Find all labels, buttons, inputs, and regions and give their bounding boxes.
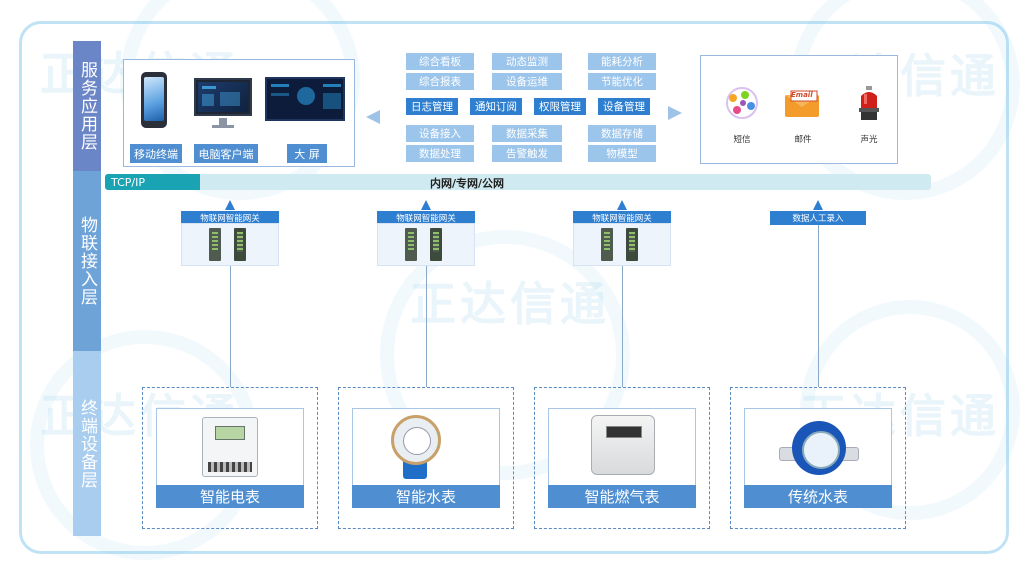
gateway-label: 物联网智能网关 <box>573 211 671 225</box>
monitor-base <box>212 125 234 128</box>
alert-channel-box: 短信 Email 邮件 声光 <box>700 55 898 164</box>
terminal-card-water <box>352 408 500 508</box>
gateway-box <box>377 223 475 266</box>
function-item: 物模型 <box>588 145 656 162</box>
connector-line <box>426 266 427 387</box>
terminal-label: 传统水表 <box>744 485 892 508</box>
function-item: 综合报表 <box>406 73 474 90</box>
function-item: 设备接入 <box>406 125 474 142</box>
function-item: 数据处理 <box>406 145 474 162</box>
layer-service: 服务应用层 <box>73 41 101 171</box>
manual-entry-label: 数据人工录入 <box>770 211 866 225</box>
alert-label-sms: 短信 <box>733 135 751 145</box>
gateway-device-icon <box>626 228 638 261</box>
gateway-device-icon <box>209 228 221 261</box>
network-label: 内网/专网/公网 <box>430 177 505 190</box>
terminal-label: 智能水表 <box>352 485 500 508</box>
alert-label-sound-light: 声光 <box>860 135 878 145</box>
terminal-label: 智能燃气表 <box>548 485 696 508</box>
desktop-monitor-icon <box>194 78 252 116</box>
gateway-label: 物联网智能网关 <box>377 211 475 225</box>
sms-icon <box>726 87 758 119</box>
layer-iot: 物联接入层 <box>73 171 101 351</box>
arrow-right-icon <box>668 106 682 120</box>
terminal-group <box>730 387 906 529</box>
function-item: 权限管理 <box>534 98 586 115</box>
smart-water-meter-icon <box>391 415 441 465</box>
big-screen-icon <box>265 77 345 121</box>
function-item: 设备管理 <box>598 98 650 115</box>
client-label-bigscreen: 大 屏 <box>287 144 327 163</box>
email-icon <box>785 90 819 117</box>
client-label-pc: 电脑客户端 <box>194 144 258 163</box>
function-item: 数据采集 <box>492 125 562 142</box>
connector-line <box>230 266 231 387</box>
network-bar <box>105 174 931 190</box>
layer-terminal: 终端设备层 <box>73 351 101 536</box>
gateway-device-icon <box>430 228 442 261</box>
alert-label-email: 邮件 <box>794 135 812 145</box>
gateway-device-icon <box>601 228 613 261</box>
terminal-group <box>338 387 514 529</box>
function-item: 能耗分析 <box>588 53 656 70</box>
connector-line <box>818 225 819 387</box>
gateway-device-icon <box>405 228 417 261</box>
terminal-group <box>142 387 318 529</box>
up-arrow-icon <box>617 200 627 210</box>
gas-meter-icon <box>591 415 655 475</box>
terminal-group <box>534 387 710 529</box>
alarm-light-icon <box>859 86 879 120</box>
monitor-stand <box>219 118 227 126</box>
gateway-device-icon <box>234 228 246 261</box>
client-label-mobile: 移动终端 <box>130 144 182 163</box>
arrow-left-icon <box>366 110 380 124</box>
tcp-ip-label: TCP/IP <box>105 174 200 190</box>
function-item: 告警触发 <box>492 145 562 162</box>
gateway-box <box>573 223 671 266</box>
function-item: 综合看板 <box>406 53 474 70</box>
client-box: 移动终端 电脑客户端 大 屏 <box>123 59 355 167</box>
up-arrow-icon <box>225 200 235 210</box>
up-arrow-icon <box>813 200 823 210</box>
traditional-water-meter-icon <box>792 421 846 475</box>
function-item: 设备运维 <box>492 73 562 90</box>
terminal-label: 智能电表 <box>156 485 304 508</box>
gateway-box <box>181 223 279 266</box>
function-item: 节能优化 <box>588 73 656 90</box>
electric-meter-icon <box>202 417 258 477</box>
up-arrow-icon <box>421 200 431 210</box>
mobile-phone-icon <box>141 72 167 128</box>
function-item: 数据存储 <box>588 125 656 142</box>
function-item: 日志管理 <box>406 98 458 115</box>
function-item: 动态监测 <box>492 53 562 70</box>
gateway-label: 物联网智能网关 <box>181 211 279 225</box>
connector-line <box>622 266 623 387</box>
email-logo-text: Email <box>791 91 813 99</box>
function-item: 通知订阅 <box>470 98 522 115</box>
